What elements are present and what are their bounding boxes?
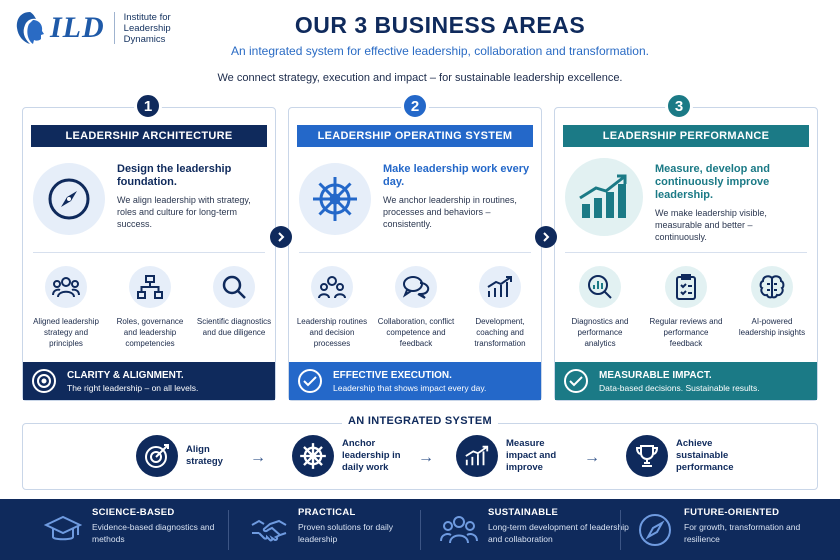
card-heading: Design the leadership foundation. — [117, 163, 232, 188]
card-footer: MEASURABLE IMPACT.Data-based decisions. … — [555, 362, 817, 400]
page-tagline: We connect strategy, execution and impac… — [217, 72, 623, 84]
card-leadership-architecture: LEADERSHIP ARCHITECTURE Design the leade… — [22, 107, 276, 401]
logo-wordmark: ILD — [50, 11, 105, 44]
card-leadership-performance: LEADERSHIP PERFORMANCE Measure, develop … — [554, 107, 818, 401]
team-icon — [45, 266, 87, 308]
target-icon — [136, 435, 178, 477]
analytics-icon — [579, 266, 621, 308]
divider — [565, 252, 807, 253]
chart-icon — [456, 435, 498, 477]
ild-logo: ILD Institute for Leadership Dynamics — [14, 10, 171, 46]
page-title: OUR 3 BUSINESS AREAS — [294, 12, 586, 38]
divider — [299, 252, 531, 253]
footer-divider — [228, 510, 229, 550]
integrated-step: Achieve sustainable performance — [626, 435, 746, 477]
logo-subtitle: Institute for Leadership Dynamics — [123, 11, 171, 45]
integrated-system-title: AN INTEGRATED SYSTEM — [342, 415, 498, 427]
step-number-badge: 2 — [401, 92, 429, 120]
arrow-right-icon: → — [418, 449, 434, 466]
compass-icon — [33, 163, 105, 235]
card-title: LEADERSHIP OPERATING SYSTEM — [297, 125, 533, 147]
subitem: Collaboration, conflict competence and f… — [377, 266, 455, 349]
compass-icon — [639, 514, 671, 546]
card-footer: CLARITY & ALIGNMENT.The right leadership… — [23, 362, 275, 400]
subitem: Development, coaching and transformation — [461, 266, 539, 349]
card-footer: EFFECTIVE EXECUTION.Leadership that show… — [289, 362, 541, 400]
subitem: Aligned leadership strategy and principl… — [27, 266, 105, 349]
graduation-cap-icon — [44, 515, 82, 541]
card-title: LEADERSHIP ARCHITECTURE — [31, 125, 267, 147]
brain-icon — [751, 266, 793, 308]
footer-divider — [620, 510, 621, 550]
card-heading: Make leadership work every day. — [383, 163, 530, 188]
logo-divider — [113, 12, 115, 44]
chevron-right-icon — [270, 226, 292, 248]
magnifier-icon — [213, 266, 255, 308]
step-number-badge: 1 — [134, 92, 162, 120]
step-number-badge: 3 — [665, 92, 693, 120]
integrated-step: Align strategy — [136, 435, 240, 477]
subitem: Roles, governance and leadership compete… — [111, 266, 189, 349]
integrated-step: Anchor leadership in daily work — [292, 435, 408, 477]
arrow-right-icon: → — [250, 449, 266, 466]
divider — [33, 252, 265, 253]
clipboard-icon — [665, 266, 707, 308]
card-text: We align leadership with strategy, roles… — [117, 195, 251, 229]
handshake-icon — [251, 519, 287, 542]
footer-divider — [420, 510, 421, 550]
integrated-step: Measure impact and improve — [456, 435, 576, 477]
page-subtitle: An integrated system for effective leade… — [230, 44, 649, 58]
card-text: We make leadership visible, measurable a… — [655, 208, 767, 242]
growth-icon — [479, 266, 521, 308]
check-circle-icon — [298, 369, 322, 393]
ship-wheel-icon — [299, 163, 371, 235]
card-text: We anchor leadership in routines, proces… — [383, 195, 517, 229]
card-heading: Measure, develop and continuously improv… — [655, 163, 770, 201]
card-leadership-operating-system: LEADERSHIP OPERATING SYSTEM Make leaders… — [288, 107, 542, 401]
subitem: Leadership routines and decision process… — [293, 266, 371, 349]
subitem: Diagnostics and performance analytics — [561, 266, 639, 349]
trophy-icon — [626, 435, 668, 477]
subitem: Scientific diagnostics and due diligence — [195, 266, 273, 338]
people-icon — [311, 266, 353, 308]
head-profile-icon — [16, 12, 44, 44]
chevron-right-icon — [535, 226, 557, 248]
bar-growth-icon — [565, 158, 643, 236]
check-circle-icon — [564, 369, 588, 393]
card-title: LEADERSHIP PERFORMANCE — [563, 125, 809, 147]
community-icon — [440, 516, 478, 544]
subitem: Regular reviews and performance feedback — [647, 266, 725, 349]
arrow-right-icon: → — [584, 449, 600, 466]
org-chart-icon — [129, 266, 171, 308]
chat-icon — [395, 266, 437, 308]
subitem: AI-powered leadership insights — [733, 266, 811, 338]
target-icon — [32, 369, 56, 393]
ship-wheel-icon — [292, 435, 334, 477]
